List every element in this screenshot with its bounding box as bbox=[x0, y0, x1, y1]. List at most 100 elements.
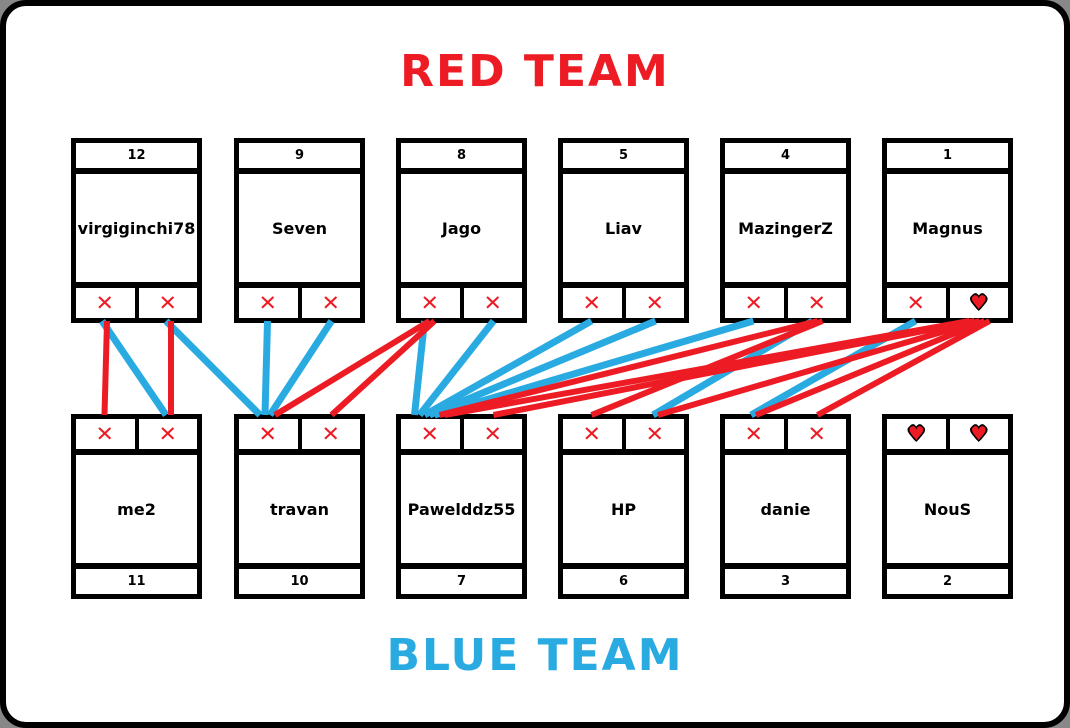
life-heart-icon: ♥ bbox=[970, 291, 988, 314]
life-slot-left: ✕ bbox=[725, 288, 784, 318]
life-slot-right: ✕ bbox=[459, 288, 523, 318]
seed-number: 5 bbox=[563, 143, 684, 174]
life-slot-right: ✕ bbox=[621, 288, 685, 318]
life-slot-left: ✕ bbox=[563, 419, 622, 449]
matchup-line-red-Magnus-danie bbox=[754, 318, 986, 418]
life-slot-right: ✕ bbox=[783, 288, 847, 318]
matchup-line-blue-virgiginchi78-travan bbox=[163, 318, 263, 418]
matchup-line-red-Magnus-Pawelddz55 bbox=[492, 318, 976, 418]
life-slot-right: ✕ bbox=[134, 419, 198, 449]
matchup-line-blue-Jago-Pawelddz55 bbox=[416, 318, 497, 418]
life-slot-left: ✕ bbox=[239, 288, 298, 318]
life-slots: ✕✕ bbox=[239, 419, 360, 455]
player-name: HP bbox=[610, 499, 637, 519]
life-slot-right: ✕ bbox=[297, 288, 361, 318]
life-slot-right: ✕ bbox=[297, 419, 361, 449]
eliminated-x-icon: ✕ bbox=[807, 421, 826, 446]
life-slots: ✕✕ bbox=[563, 419, 684, 455]
player-name: virgiginchi78 bbox=[77, 218, 196, 238]
eliminated-x-icon: ✕ bbox=[420, 290, 440, 315]
life-slots: ✕✕ bbox=[239, 282, 360, 318]
life-slot-right: ♥ bbox=[945, 419, 1009, 449]
seed-number: 1 bbox=[887, 143, 1008, 174]
matchup-line-blue-MazingerZ-Pawelddz55 bbox=[433, 317, 755, 419]
life-slot-right: ✕ bbox=[783, 419, 847, 449]
eliminated-x-icon: ✕ bbox=[744, 421, 764, 446]
player-name: NouS bbox=[923, 499, 972, 519]
life-slots: ♥♥ bbox=[887, 419, 1008, 455]
eliminated-x-icon: ✕ bbox=[95, 290, 115, 315]
matchup-line-red-MazingerZ-Pawelddz55 bbox=[438, 318, 819, 418]
life-slot-left: ✕ bbox=[725, 419, 784, 449]
matchup-line-red-MazingerZ-HP bbox=[590, 318, 824, 418]
player-name: travan bbox=[270, 499, 329, 519]
life-slot-right: ✕ bbox=[134, 288, 198, 318]
blue-team-title: BLUE TEAM bbox=[386, 630, 684, 681]
player-name: me2 bbox=[117, 499, 156, 519]
seed-number: 11 bbox=[76, 563, 197, 594]
matchup-line-red-Jago-travan bbox=[329, 318, 437, 418]
life-slot-left: ✕ bbox=[76, 419, 135, 449]
matchup-line-red-Magnus-HP bbox=[657, 318, 981, 418]
seed-number: 12 bbox=[76, 143, 197, 174]
eliminated-x-icon: ✕ bbox=[321, 421, 340, 446]
red-team-title: RED TEAM bbox=[400, 46, 670, 97]
player-name: MazingerZ bbox=[738, 218, 833, 238]
player-name: Pawelddz55 bbox=[407, 499, 516, 519]
seed-number: 2 bbox=[887, 563, 1008, 594]
matchup-lines-layer bbox=[99, 317, 991, 419]
life-slot-left: ♥ bbox=[887, 419, 946, 449]
seed-number: 7 bbox=[401, 563, 522, 594]
matchup-line-red-Magnus-danie bbox=[816, 318, 991, 418]
eliminated-x-icon: ✕ bbox=[645, 421, 664, 446]
life-slot-left: ✕ bbox=[76, 288, 135, 318]
eliminated-x-icon: ✕ bbox=[906, 290, 926, 315]
seed-number: 6 bbox=[563, 563, 684, 594]
player-card-Pawelddz55: ✕✕ Pawelddz55 7 bbox=[396, 414, 527, 599]
seed-number: 9 bbox=[239, 143, 360, 174]
eliminated-x-icon: ✕ bbox=[321, 290, 340, 315]
eliminated-x-icon: ✕ bbox=[95, 421, 115, 446]
life-slots: ✕✕ bbox=[401, 419, 522, 455]
life-slots: ✕✕ bbox=[401, 282, 522, 318]
eliminated-x-icon: ✕ bbox=[158, 290, 177, 315]
life-slot-left: ✕ bbox=[401, 419, 460, 449]
matchup-line-red-virgiginchi78-me2 bbox=[101, 320, 110, 416]
matchup-line-blue-Magnus-danie bbox=[749, 317, 918, 419]
life-slots: ✕✕ bbox=[725, 282, 846, 318]
life-slots: ✕♥ bbox=[887, 282, 1008, 318]
player-name: Seven bbox=[271, 218, 328, 238]
life-slots: ✕✕ bbox=[76, 419, 197, 455]
player-name: danie bbox=[760, 499, 811, 519]
eliminated-x-icon: ✕ bbox=[582, 421, 602, 446]
eliminated-x-icon: ✕ bbox=[258, 290, 278, 315]
eliminated-x-icon: ✕ bbox=[158, 421, 177, 446]
life-slot-left: ✕ bbox=[239, 419, 298, 449]
matchup-line-blue-virgiginchi78-me2 bbox=[99, 319, 169, 417]
matchup-line-red-Magnus-Pawelddz55 bbox=[443, 318, 971, 418]
life-slot-right: ✕ bbox=[459, 419, 523, 449]
matchup-line-blue-Jago-Pawelddz55 bbox=[411, 320, 428, 416]
seed-number: 8 bbox=[401, 143, 522, 174]
matchup-line-red-Jago-travan bbox=[273, 318, 432, 418]
life-heart-icon: ♥ bbox=[970, 422, 988, 445]
eliminated-x-icon: ✕ bbox=[483, 290, 502, 315]
matchup-line-blue-Liav-Pawelddz55 bbox=[428, 317, 657, 419]
matchup-line-blue-Seven-travan bbox=[267, 319, 335, 417]
eliminated-x-icon: ✕ bbox=[807, 290, 826, 315]
life-slot-right: ✕ bbox=[621, 419, 685, 449]
matchup-line-blue-MazingerZ-HP bbox=[651, 317, 815, 419]
eliminated-x-icon: ✕ bbox=[645, 290, 664, 315]
life-slots: ✕✕ bbox=[76, 282, 197, 318]
life-slots: ✕✕ bbox=[725, 419, 846, 455]
life-heart-icon: ♥ bbox=[907, 422, 925, 445]
seed-number: 10 bbox=[239, 563, 360, 594]
